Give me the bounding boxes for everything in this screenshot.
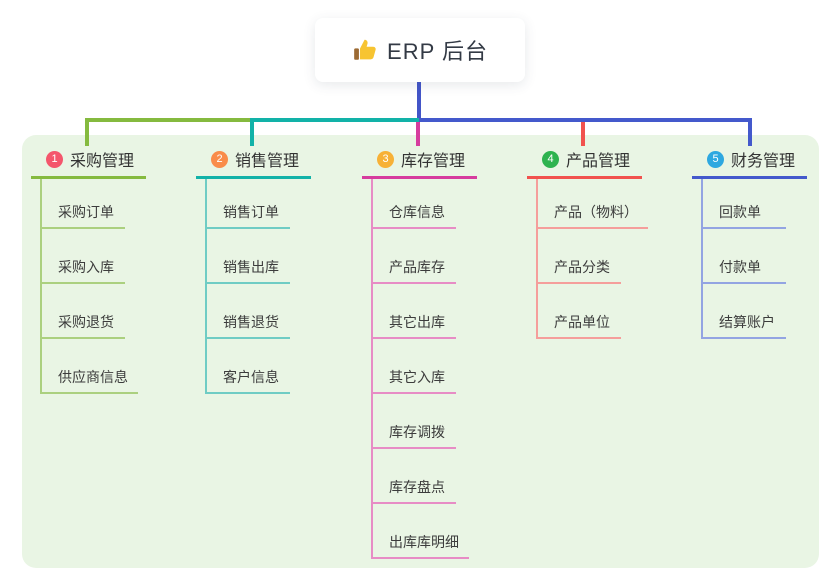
- root-label: ERP 后台: [387, 39, 488, 64]
- branch-header-product[interactable]: 4 产品管理: [527, 146, 642, 179]
- leaf-node[interactable]: 产品库存: [371, 257, 456, 284]
- leaf-node[interactable]: 库存盘点: [371, 477, 456, 504]
- branch-number-badge: 1: [46, 150, 63, 168]
- leaf-node[interactable]: 采购入库: [40, 257, 125, 284]
- branch-number-badge: 5: [707, 150, 724, 168]
- leaf-node[interactable]: 产品（物料）: [536, 202, 648, 229]
- branch-number-badge: 4: [542, 150, 559, 168]
- leaf-node[interactable]: 其它入库: [371, 367, 456, 394]
- branch-number-badge: 2: [211, 150, 228, 168]
- leaf-node[interactable]: 客户信息: [205, 367, 290, 394]
- branch-header-inventory[interactable]: 3 库存管理: [362, 146, 477, 179]
- connector-spine: [371, 179, 373, 559]
- branch-number-badge: 3: [377, 150, 394, 168]
- connector-drop: [250, 118, 254, 146]
- leaf-node[interactable]: 其它出库: [371, 312, 456, 339]
- leaf-node[interactable]: 结算账户: [701, 312, 786, 339]
- leaf-node[interactable]: 仓库信息: [371, 202, 456, 229]
- connector-drop: [581, 122, 585, 146]
- leaf-node[interactable]: 付款单: [701, 257, 786, 284]
- connector-drop: [748, 118, 752, 146]
- connector-spine: [40, 179, 42, 394]
- connector-bus: [85, 118, 253, 122]
- branch-header-sales[interactable]: 2 销售管理: [196, 146, 311, 179]
- background-panel: [22, 135, 819, 568]
- leaf-node[interactable]: 销售订单: [205, 202, 290, 229]
- connector-root-stem: [417, 82, 421, 118]
- connector-spine: [701, 179, 703, 339]
- branch-header-purchase[interactable]: 1 采购管理: [31, 146, 146, 179]
- branch-title: 销售管理: [235, 153, 300, 170]
- leaf-node[interactable]: 库存调拨: [371, 422, 456, 449]
- leaf-node[interactable]: 采购订单: [40, 202, 125, 229]
- leaf-node[interactable]: 供应商信息: [40, 367, 138, 394]
- branch-title: 财务管理: [731, 153, 796, 170]
- connector-spine: [536, 179, 538, 339]
- connector-spine: [205, 179, 207, 394]
- thumbs-up-icon: [354, 39, 376, 60]
- connector-bus: [253, 118, 419, 122]
- leaf-node[interactable]: 销售出库: [205, 257, 290, 284]
- leaf-node[interactable]: 销售退货: [205, 312, 290, 339]
- leaf-node[interactable]: 采购退货: [40, 312, 125, 339]
- connector-drop: [85, 118, 89, 146]
- connector-drop: [416, 122, 420, 146]
- branch-title: 库存管理: [401, 153, 466, 170]
- branch-title: 采购管理: [70, 153, 135, 170]
- leaf-node[interactable]: 回款单: [701, 202, 786, 229]
- leaf-node[interactable]: 出库库明细: [371, 532, 469, 559]
- leaf-node[interactable]: 产品分类: [536, 257, 621, 284]
- branch-title: 产品管理: [566, 153, 631, 170]
- connector-bus: [419, 118, 752, 122]
- leaf-node[interactable]: 产品单位: [536, 312, 621, 339]
- branch-header-finance[interactable]: 5 财务管理: [692, 146, 807, 179]
- root-node[interactable]: ERP 后台: [315, 18, 525, 82]
